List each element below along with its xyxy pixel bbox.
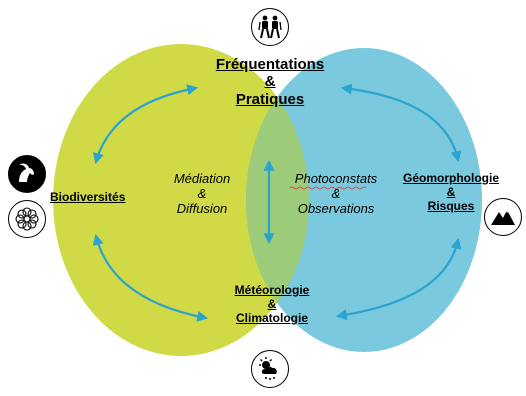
center-left-line1: Médiation <box>173 171 231 186</box>
center-right-amp: & <box>331 185 341 201</box>
weather-sun-cloud-snow-icon <box>251 350 289 388</box>
right-label-line2: Risques <box>427 198 475 213</box>
center-left-amp: & <box>197 185 207 201</box>
bottom-label: Météorologie & Climatologie <box>222 283 322 325</box>
center-right-label: Photoconstats & Observations <box>284 171 388 217</box>
center-right-line1: Photoconstats <box>294 171 378 186</box>
spellcheck-underline <box>289 186 367 190</box>
right-label: Géomorphologie & Risques <box>394 171 508 213</box>
bottom-label-line1: Météorologie <box>234 283 310 297</box>
ibex-icon <box>8 155 46 193</box>
mountain-icon <box>484 198 522 236</box>
right-label-amp: & <box>446 184 456 199</box>
arrow-top-left <box>93 84 199 165</box>
left-label: Biodiversités <box>50 190 126 204</box>
arrow-top-right <box>340 83 462 163</box>
right-label-line1: Géomorphologie <box>403 171 499 185</box>
bottom-label-amp: & <box>267 296 277 311</box>
top-label-line1: Fréquentations <box>215 56 325 73</box>
bottom-label-line2: Climatologie <box>235 310 308 325</box>
flower-rosette-icon <box>8 200 46 238</box>
center-left-line2: Diffusion <box>176 200 228 216</box>
hikers-icon <box>251 8 289 46</box>
top-label: Fréquentations & Pratiques <box>205 56 335 108</box>
center-left-label: Médiation & Diffusion <box>160 171 244 217</box>
top-label-amp: & <box>264 73 276 91</box>
arrow-bottom-right <box>335 237 462 321</box>
arrow-bottom-left <box>92 233 209 322</box>
center-right-line2: Observations <box>297 200 375 216</box>
top-label-line2: Pratiques <box>235 90 305 108</box>
